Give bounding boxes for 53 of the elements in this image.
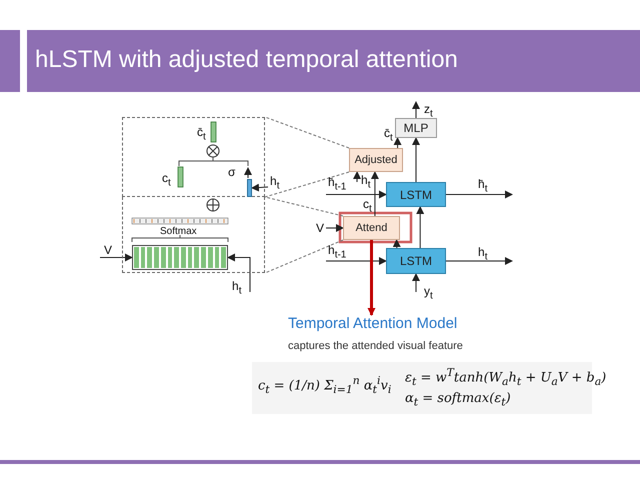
equation: α$_{t}$ = softmax(ε$_{t}$) xyxy=(405,392,511,408)
edge-label: h$_{t}$ xyxy=(232,280,242,296)
detail-panel xyxy=(122,117,265,197)
arrow xyxy=(412,273,420,292)
zoom-line xyxy=(264,116,350,148)
arrow xyxy=(100,254,133,262)
edge-label: c$_{t}$ xyxy=(363,198,372,214)
zoom-line xyxy=(264,172,350,198)
lstm-box: LSTM xyxy=(386,248,446,274)
arrow xyxy=(392,239,401,248)
zoom-line xyxy=(264,240,344,274)
arrow xyxy=(412,101,420,118)
zoom-line xyxy=(264,196,344,216)
lstm-box: LSTM xyxy=(386,182,446,207)
edge-label: h$_{t}$ xyxy=(270,175,280,192)
edge-label: h$_{t}$ xyxy=(478,246,488,262)
arrow xyxy=(412,137,420,182)
feature-bars-drawing xyxy=(132,245,228,270)
arrow xyxy=(227,254,250,292)
edge-label: V xyxy=(104,244,112,256)
arrow xyxy=(446,257,513,265)
symbol-label: σ xyxy=(228,166,236,178)
arrow xyxy=(326,257,387,265)
equation: ε$_{t}$ = w$^{T}$tanh(W$_{a}$h$_{t}$ + U$_{a}$V + b$_{a}$) xyxy=(405,368,606,388)
arrow xyxy=(416,206,424,248)
equation: c$_{t}$ = (1/n) Σ$_{i=1}$$^{n}$ α$_{t}$$^{i}$v$_{i}$ xyxy=(258,376,392,396)
symbol-label: c̄$_{t}$ xyxy=(197,126,206,142)
edge-label: h$_{t}$ xyxy=(361,174,370,190)
edge-label: c̄$_{t}$ xyxy=(384,127,393,144)
detail-panel xyxy=(122,197,265,273)
edge-label: h̄$_{t-1}$ xyxy=(328,176,346,192)
layer-label: Softmax xyxy=(160,227,197,237)
arrow xyxy=(394,137,402,148)
feature-bar xyxy=(247,179,252,197)
process-box: Attend xyxy=(343,216,400,240)
description: captures the attended visual feature xyxy=(288,340,464,352)
arrow xyxy=(368,240,376,316)
slide-title: hLSTM with adjusted temporal attention xyxy=(35,46,458,74)
edge-label: y$_{t}$ xyxy=(424,285,433,302)
heading: Temporal Attention Model xyxy=(288,315,458,332)
edge-label: V xyxy=(316,222,324,234)
edge-label: z$_{t}$ xyxy=(424,103,433,120)
arrow xyxy=(370,171,379,216)
process-box: MLP xyxy=(395,118,437,138)
edge-label: h$_{t-1}$ xyxy=(328,244,346,260)
arrow xyxy=(446,190,513,198)
edge-label: h̄$_{t}$ xyxy=(478,178,488,194)
arrow xyxy=(326,224,344,232)
arrow xyxy=(251,184,268,192)
arrow xyxy=(326,190,387,198)
process-box: Adjusted xyxy=(349,148,403,172)
arrow xyxy=(353,171,362,182)
symbol-label: c$_{t}$ xyxy=(162,172,171,188)
